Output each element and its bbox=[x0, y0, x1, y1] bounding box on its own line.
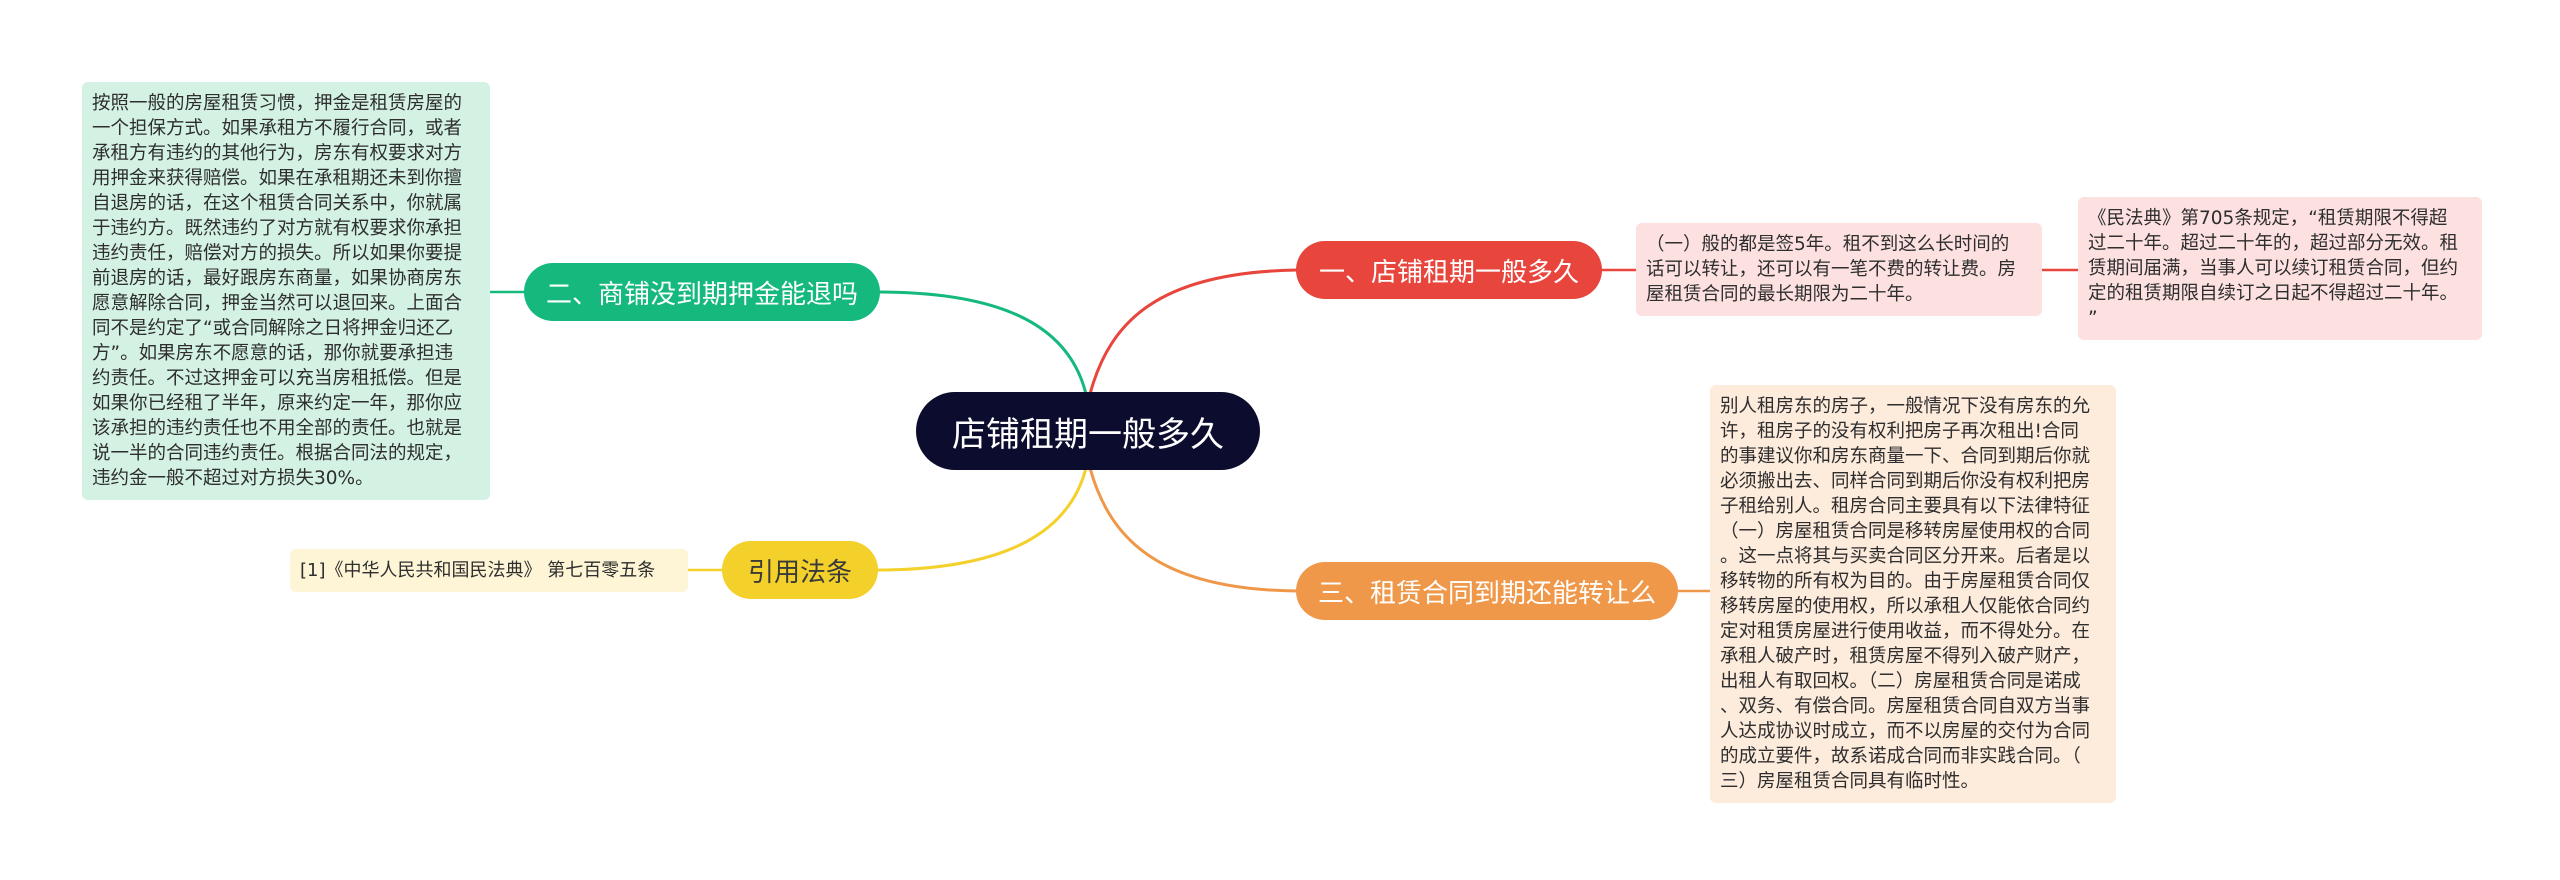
link-center-branch4 bbox=[875, 467, 1088, 572]
leaf-law-reference[interactable]: [1]《中华人民共和国民法典》 第七百零五条 bbox=[290, 549, 688, 592]
link-center-branch1 bbox=[1088, 268, 1299, 395]
link-center-branch2 bbox=[877, 290, 1088, 395]
leaf-transfer-detail[interactable]: 别人租房东的房子，一般情况下没有房东的允 许，租房子的没有权利把房子再次租出!合… bbox=[1710, 385, 2116, 803]
branch-rental-term[interactable]: 一、店铺租期一般多久 bbox=[1296, 241, 1602, 299]
leaf-rental-term-detail[interactable]: （一）般的都是签5年。租不到这么长时间的 话可以转让，还可以有一笔不费的转让费。… bbox=[1636, 223, 2042, 316]
central-topic[interactable]: 店铺租期一般多久 bbox=[916, 392, 1260, 470]
branch-cited-law[interactable]: 引用法条 bbox=[722, 541, 878, 599]
leaf-civil-code-705[interactable]: 《民法典》第705条规定，“租赁期限不得超 过二十年。超过二十年的，超过部分无效… bbox=[2078, 197, 2482, 340]
leaf-deposit-detail[interactable]: 按照一般的房屋租赁习惯，押金是租赁房屋的 一个担保方式。如果承租方不履行合同，或… bbox=[82, 82, 490, 500]
link-center-branch3 bbox=[1088, 467, 1299, 593]
branch-deposit-refund[interactable]: 二、商铺没到期押金能退吗 bbox=[524, 263, 880, 321]
branch-contract-transfer[interactable]: 三、租赁合同到期还能转让么 bbox=[1296, 562, 1678, 620]
